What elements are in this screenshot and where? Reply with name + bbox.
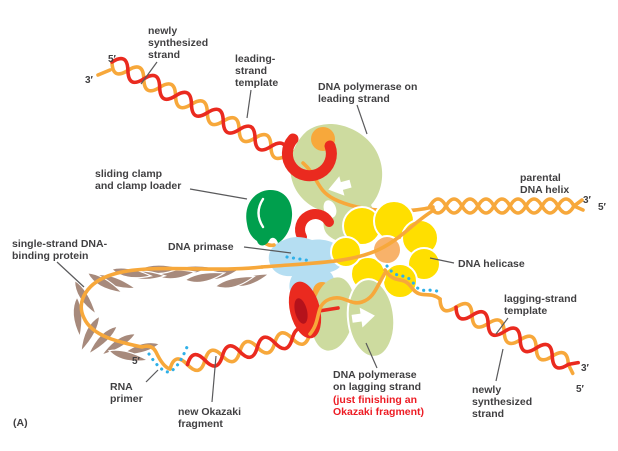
leader-new-okazaki-fragment — [211, 355, 217, 403]
svg-text:primer: primer — [110, 393, 143, 405]
label-lagging-strand-template: lagging-strand — [504, 293, 577, 305]
helicase-center — [372, 235, 402, 265]
svg-text:strand: strand — [472, 408, 504, 420]
ssb-feather — [87, 325, 119, 356]
ssb-feather — [80, 315, 101, 354]
label-rna-primer: RNA — [110, 381, 133, 393]
leader-dna-polymerase-lagging — [365, 342, 378, 369]
template-3-prime-dash — [96, 68, 112, 77]
svg-text:strand: strand — [148, 49, 180, 61]
leader-ssb-protein — [56, 261, 85, 288]
figure-labels: newly synthesized strand leading- strand… — [12, 25, 607, 430]
parental-strand-b — [428, 197, 585, 215]
sliding-clamp-lower-hole — [294, 298, 308, 324]
label-parental-dna-helix: parental — [520, 172, 561, 184]
label-newly-synthesized-top: newly — [148, 25, 177, 37]
lagging-synthesis-arrow — [351, 307, 375, 328]
parental-strand-a — [428, 197, 584, 215]
clamp-loader-red-arc — [295, 209, 334, 242]
leader-sliding-clamp — [189, 188, 248, 200]
newly-synthesized-lagging-strand — [454, 305, 580, 370]
label-sliding-clamp-loader: sliding clamp — [95, 168, 162, 180]
svg-text:template: template — [504, 305, 547, 317]
leader-leading-strand-template — [246, 89, 252, 119]
leader-newly-synthesized-top — [140, 61, 158, 85]
parental-helix — [428, 197, 585, 215]
leader-lagging-strand-template — [495, 317, 509, 335]
ssb-feather — [214, 275, 256, 289]
svg-text:DNA helix: DNA helix — [520, 184, 569, 196]
label-5-prime-bottom-right: 5′ — [576, 384, 585, 395]
ssb-feather — [100, 333, 137, 357]
helicase-lobe — [407, 247, 441, 281]
svg-text:binding protein: binding protein — [12, 250, 88, 262]
label-3-prime-parental: 3′ — [583, 195, 592, 206]
svg-text:Okazaki fragment): Okazaki fragment) — [333, 406, 424, 418]
panel-label: (A) — [13, 417, 28, 429]
svg-text:synthesized: synthesized — [148, 37, 208, 49]
label-dna-helicase: DNA helicase — [458, 258, 525, 270]
label-5-prime-top-left: 5′ — [108, 54, 117, 65]
svg-text:and clamp loader: and clamp loader — [95, 180, 181, 192]
svg-text:leading strand: leading strand — [318, 93, 390, 105]
ssb-feather — [107, 349, 150, 362]
leader-rna-primer — [145, 369, 159, 383]
label-dna-primase: DNA primase — [168, 241, 234, 253]
svg-text:synthesized: synthesized — [472, 396, 532, 408]
svg-text:template: template — [235, 77, 278, 89]
rna-primer-dots-new — [385, 264, 443, 295]
lagging-template-loop — [79, 265, 264, 371]
svg-text:on lagging strand: on lagging strand — [333, 381, 421, 393]
svg-text:strand: strand — [235, 65, 267, 77]
label-okazaki-note: (just finishing an — [333, 394, 417, 406]
dna-polymerase-lagging-lobe-left — [311, 277, 355, 351]
lagging-template-through-helicase — [260, 208, 436, 269]
label-dna-polymerase-leading: DNA polymerase on — [318, 81, 417, 93]
clamp-loader-shape — [246, 189, 293, 246]
leading-strand-helix — [110, 56, 305, 169]
svg-text:fragment: fragment — [178, 418, 223, 430]
newly-synthesized-leading-strand — [110, 56, 305, 169]
label-3-prime-top-left: 3′ — [85, 75, 94, 86]
label-3-prime-bottom-right: 3′ — [581, 363, 590, 374]
leader-dna-primase — [243, 246, 292, 254]
ssb-feather — [183, 271, 227, 284]
ssb-feather — [86, 272, 124, 294]
label-5-prime-lagging: 5′ — [132, 356, 141, 367]
clamp-loader-highlight — [257, 197, 265, 229]
label-ssb-protein: single-strand DNA- — [12, 238, 108, 250]
lagging-template-connector-right — [383, 268, 442, 301]
label-new-okazaki-fragment: new Okazaki — [178, 406, 241, 418]
leader-newly-synthesized-bottom — [495, 348, 504, 382]
sliding-clamp-shape — [281, 133, 337, 182]
new-okazaki-fragment-strand — [185, 326, 312, 368]
okazaki-helix — [168, 326, 312, 373]
leader-dna-polymerase-leading — [356, 104, 368, 135]
leader-dna-helicase — [429, 257, 455, 264]
leading-synthesis-arrow — [328, 176, 352, 196]
label-newly-synthesized-bottom: newly — [472, 384, 501, 396]
rna-primer-dots-okazaki — [147, 345, 189, 374]
ssb-feather — [74, 279, 98, 316]
label-leading-strand-template: leading- — [235, 53, 276, 65]
label-dna-polymerase-lagging: DNA polymerase — [333, 369, 417, 381]
label-5-prime-parental: 5′ — [598, 202, 607, 213]
lagging-strand-helix — [438, 297, 580, 376]
template-through-lagging-polymerase — [308, 271, 387, 336]
rna-primer-dots-primase — [285, 255, 314, 263]
